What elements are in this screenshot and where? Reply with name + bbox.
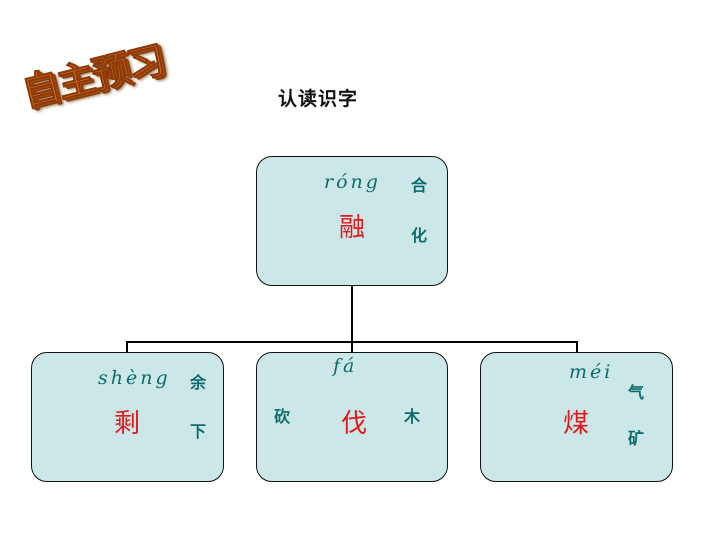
word-kan: 砍 — [274, 407, 291, 426]
word-kuang: 矿 — [628, 429, 645, 448]
word-hua: 化 — [411, 226, 428, 245]
pinyin-fa: fá — [333, 355, 358, 377]
char-rong: 融 — [339, 213, 366, 243]
connector-right — [576, 341, 578, 353]
char-sheng: 剩 — [114, 409, 141, 439]
char-fa: 伐 — [341, 409, 368, 439]
pinyin-mei: méi — [569, 361, 614, 383]
word-he: 合 — [411, 176, 428, 195]
node-sheng: shèng 剩 余 下 — [31, 352, 224, 482]
word-xia: 下 — [190, 422, 207, 441]
word-qi: 气 — [628, 383, 645, 402]
connector-middle — [351, 341, 353, 353]
badge-self-study: 自主预习 — [15, 26, 180, 122]
node-fa: fá 伐 砍 木 — [256, 352, 448, 482]
pinyin-sheng: shèng — [98, 367, 171, 389]
pinyin-rong: róng — [324, 171, 381, 193]
node-rong: róng 融 合 化 — [256, 156, 448, 286]
connector-vertical-top — [351, 286, 353, 342]
char-mei: 煤 — [563, 409, 590, 439]
page-title: 认读识字 — [278, 88, 359, 110]
connector-left — [126, 341, 128, 353]
node-mei: méi 煤 气 矿 — [480, 352, 673, 482]
word-yu: 余 — [190, 373, 207, 392]
word-mu: 木 — [404, 407, 421, 426]
badge-text: 自主预习 — [17, 37, 169, 116]
